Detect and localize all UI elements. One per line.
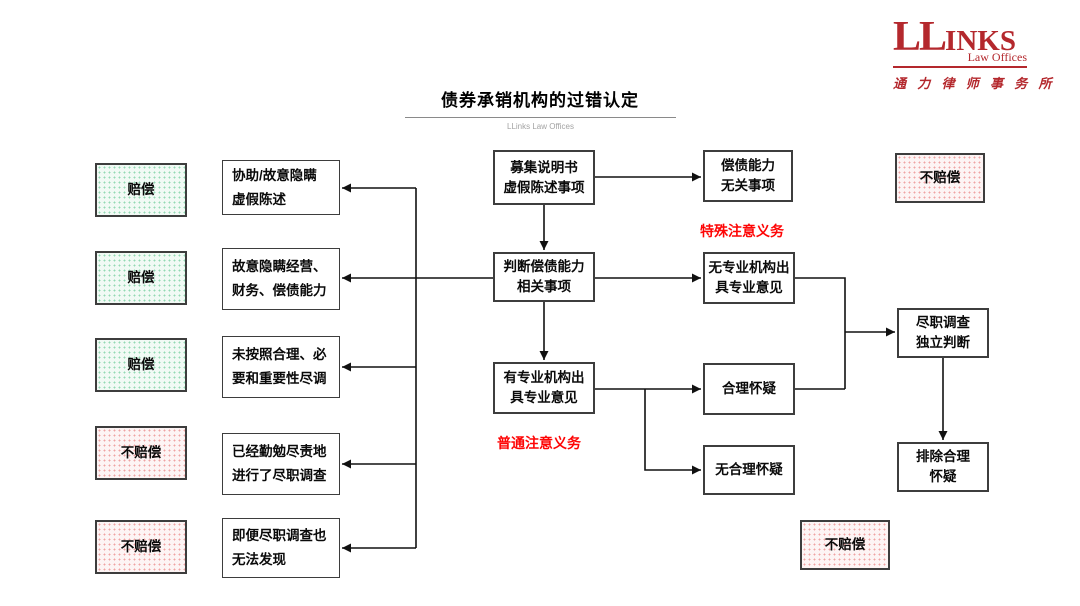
node-no-reasonable-doubt: 无合理怀疑 bbox=[703, 445, 795, 495]
logo-tagline: Law Offices bbox=[893, 50, 1027, 68]
node-prospectus-misstatement: 募集说明书 虚假陈述事项 bbox=[493, 150, 595, 205]
logo-inks: INKS bbox=[945, 25, 1016, 57]
logo-wordmark: LLINKS bbox=[893, 16, 1027, 58]
node-unrelated-to-solvency: 偿债能力 无关事项 bbox=[703, 150, 793, 202]
title-underline bbox=[405, 117, 676, 118]
condition-deliberate-concealment: 故意隐瞒经营、 财务、偿债能力 bbox=[222, 248, 340, 310]
llinks-logo: LLINKS Law Offices 通 力 律 师 事 务 所 bbox=[893, 16, 1056, 92]
label-special-duty-of-care: 特殊注意义务 bbox=[700, 223, 784, 239]
outcome-compensate-3: 赔偿 bbox=[95, 338, 187, 392]
condition-undiscoverable: 即便尽职调查也 无法发现 bbox=[222, 518, 340, 578]
condition-no-reasonable-diligence: 未按照合理、必 要和重要性尽调 bbox=[222, 336, 340, 398]
logo-chinese-name: 通 力 律 师 事 务 所 bbox=[893, 76, 1056, 91]
logo-ll: LL bbox=[893, 14, 947, 60]
outcome-no-compensate-2: 不赔偿 bbox=[95, 520, 187, 574]
node-eliminate-reasonable-doubt: 排除合理 怀疑 bbox=[897, 442, 989, 492]
label-ordinary-duty-of-care: 普通注意义务 bbox=[497, 435, 581, 451]
node-judge-solvency-matters: 判断偿债能力 相关事项 bbox=[493, 252, 595, 302]
condition-diligent-investigation: 已经勤勉尽责地 进行了尽职调查 bbox=[222, 433, 340, 495]
outcome-compensate-2: 赔偿 bbox=[95, 251, 187, 305]
outcome-no-compensate-1: 不赔偿 bbox=[95, 426, 187, 480]
outcome-no-compensate-top-right: 不赔偿 bbox=[895, 153, 985, 203]
node-no-professional-opinion: 无专业机构出 具专业意见 bbox=[703, 252, 795, 304]
condition-assist-conceal-misstatement: 协助/故意隐瞒 虚假陈述 bbox=[222, 160, 340, 215]
outcome-compensate-1: 赔偿 bbox=[95, 163, 187, 217]
page-subtitle: LLinks Law Offices bbox=[507, 122, 574, 131]
node-due-diligence-independent-judgment: 尽职调查 独立判断 bbox=[897, 308, 989, 358]
outcome-no-compensate-bottom-right: 不赔偿 bbox=[800, 520, 890, 570]
node-reasonable-doubt: 合理怀疑 bbox=[703, 363, 795, 415]
page-title: 债券承销机构的过错认定 bbox=[441, 91, 639, 110]
node-has-professional-opinion: 有专业机构出 具专业意见 bbox=[493, 362, 595, 414]
